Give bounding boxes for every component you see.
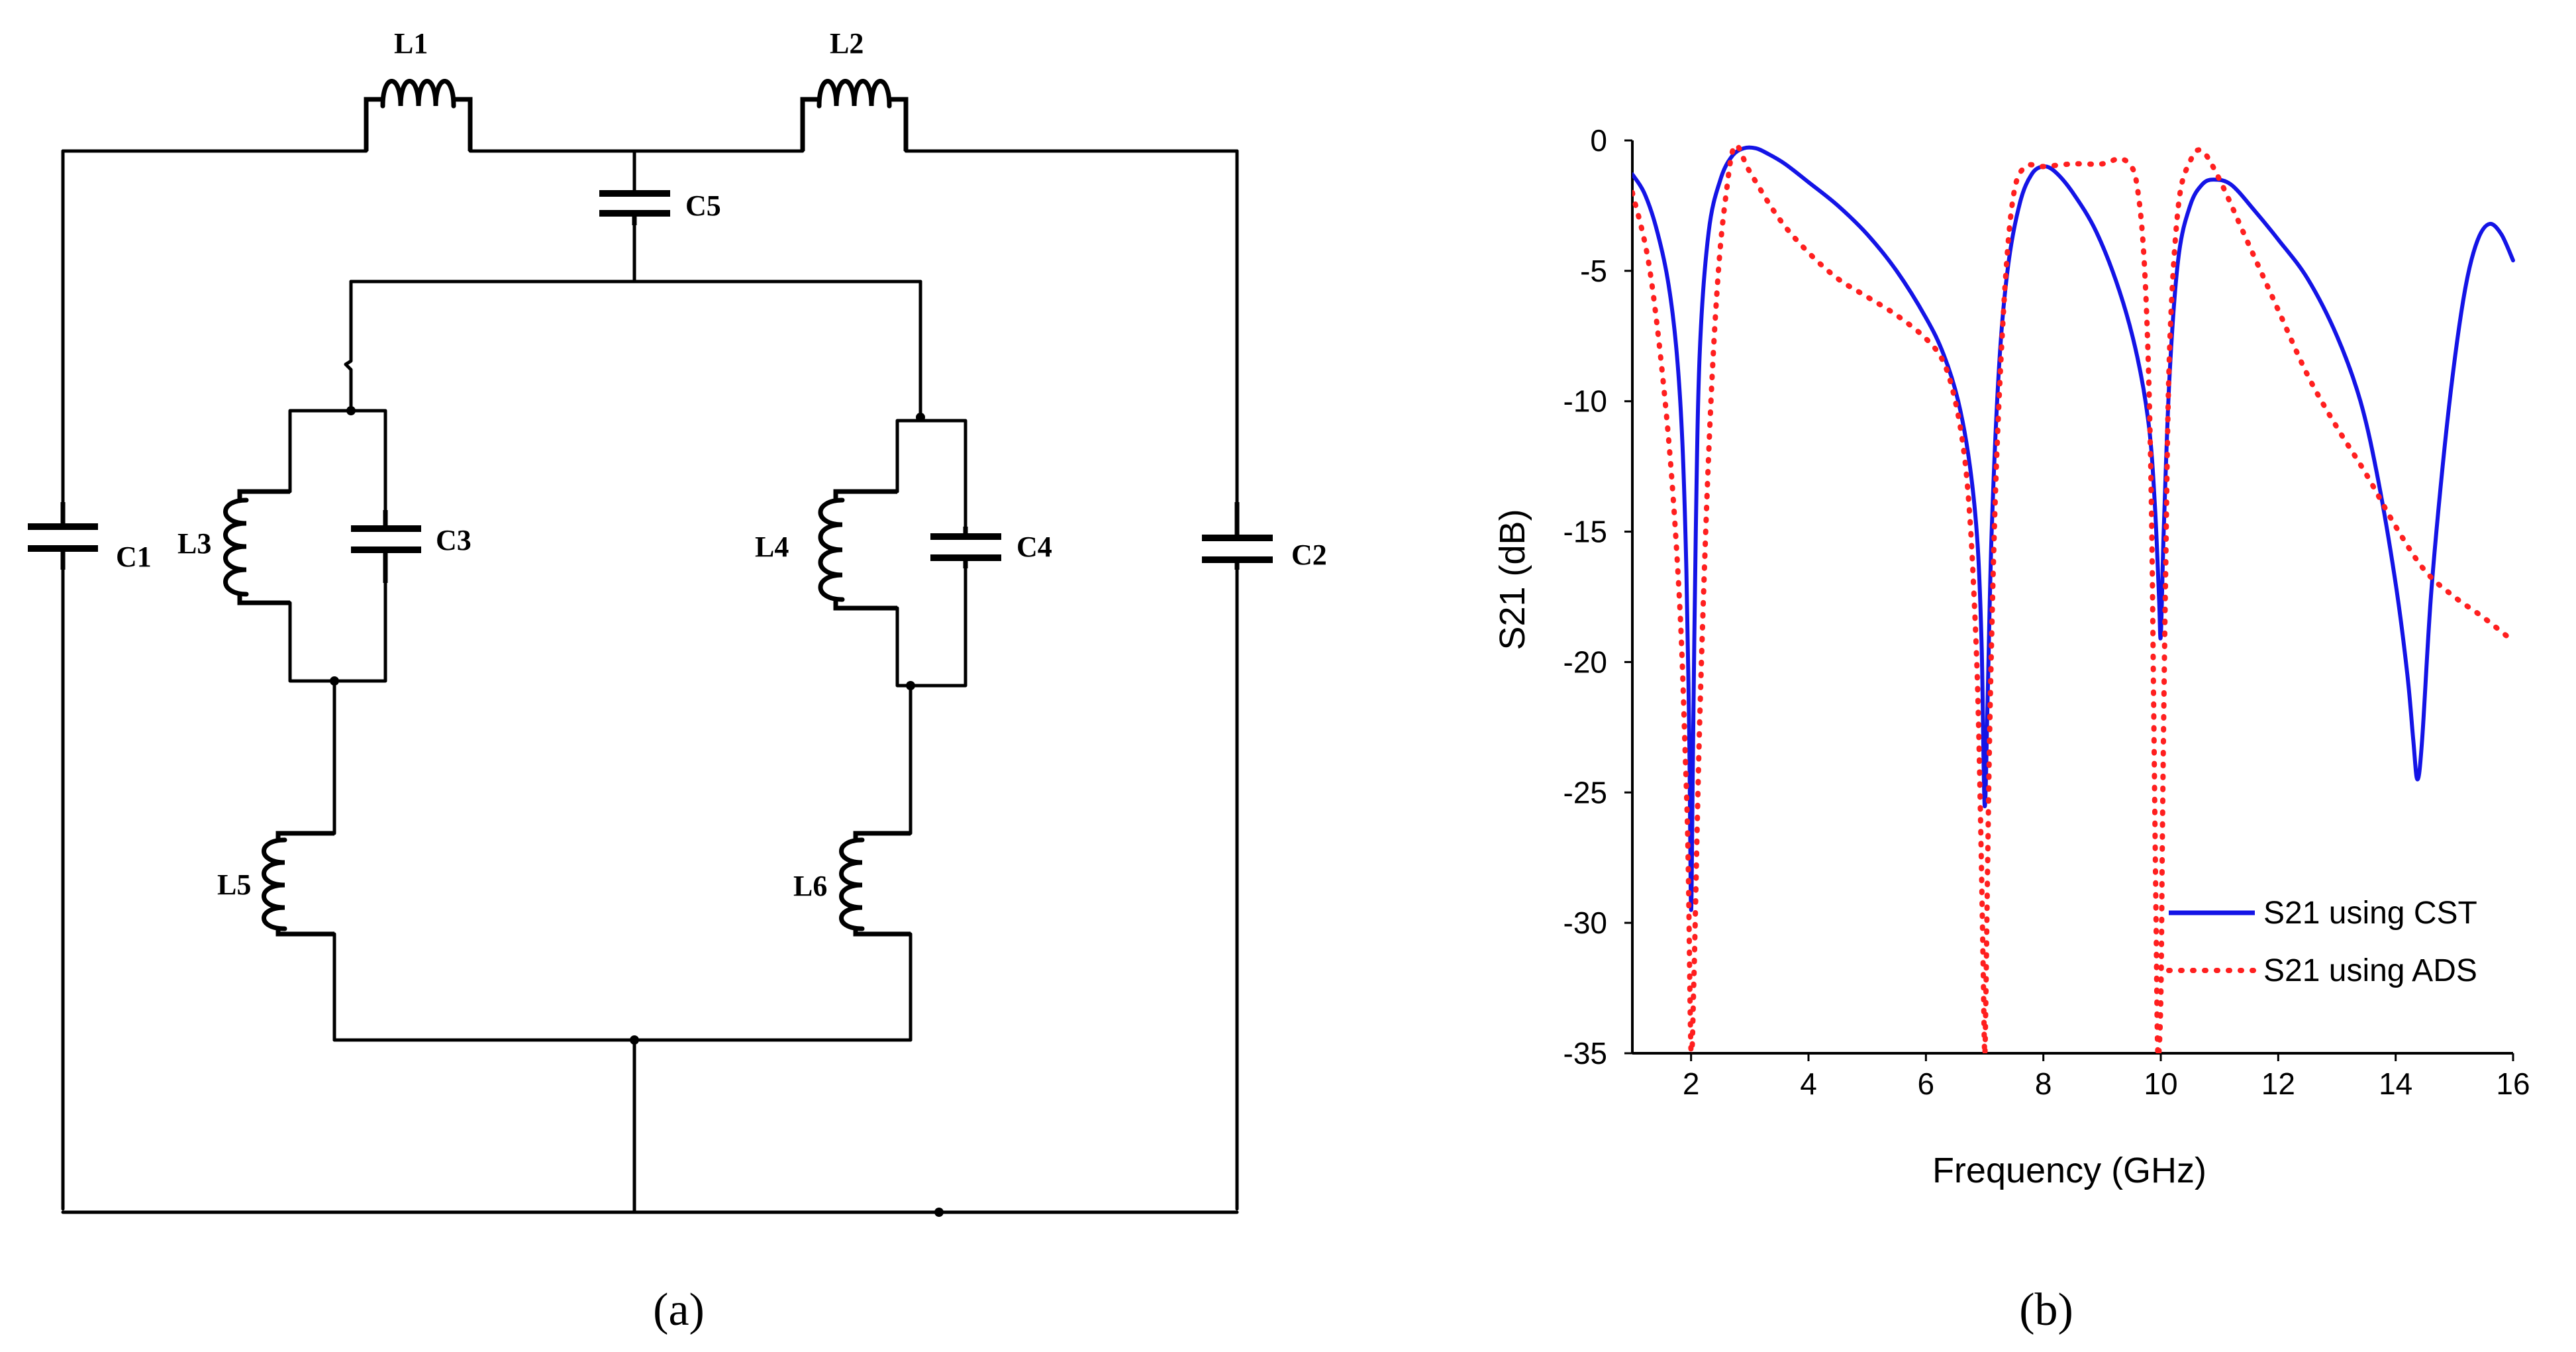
x-tick-label: 10	[2144, 1066, 2177, 1101]
x-tick-label: 2	[1683, 1066, 1700, 1101]
label-c5: C5	[685, 189, 721, 222]
inductor-l1: L1	[364, 27, 473, 151]
chart-series	[1632, 142, 2516, 1053]
junction-dot	[934, 1208, 944, 1217]
y-tick-label: -10	[1563, 384, 1607, 419]
capacitor-c2: C2	[1202, 502, 1327, 571]
inductor-l2: L2	[800, 27, 909, 151]
label-c2: C2	[1291, 539, 1327, 571]
label-l1: L1	[394, 27, 428, 60]
panel-label-b: (b)	[2019, 1284, 2073, 1335]
x-tick-label: 16	[2496, 1066, 2530, 1101]
junction-dot	[630, 1035, 639, 1045]
label-c1: C1	[116, 541, 152, 573]
right-tank-wire	[895, 419, 967, 688]
legend-label-cst: S21 using CST	[2263, 896, 2477, 931]
chart-axes: 2 4 6 8 10 12 14 16 0 -5 -10 -15 -20 -25 -30 -35	[1563, 123, 2530, 1101]
capacitor-c4: C4	[930, 527, 1052, 568]
capacitor-c5: C5	[599, 189, 721, 225]
inductor-l4: L4	[755, 489, 897, 611]
series-line-cst	[1632, 145, 2515, 912]
y-tick-label: -15	[1563, 515, 1607, 549]
inductor-l5: L5	[217, 831, 334, 937]
x-tick-label: 6	[1918, 1066, 1935, 1101]
y-axis-title: S21 (dB)	[1493, 509, 1532, 650]
y-tick-label: -25	[1563, 775, 1607, 809]
y-tick-label: -30	[1563, 906, 1607, 940]
x-tick-label: 4	[1800, 1066, 1817, 1101]
panel-label-a: (a)	[653, 1284, 705, 1335]
x-tick-label: 8	[2035, 1066, 2052, 1101]
junction-dot	[906, 681, 915, 690]
label-l3: L3	[177, 527, 211, 560]
inductor-l6: L6	[793, 831, 911, 937]
x-tick-label: 14	[2379, 1066, 2412, 1101]
junction-dots	[330, 406, 944, 1217]
inductor-l3: L3	[177, 489, 290, 605]
circuit-wires	[61, 149, 1239, 1214]
capacitor-c1: C1	[28, 502, 152, 573]
junction-dot	[330, 676, 339, 686]
x-axis-title: Frequency (GHz)	[1932, 1151, 2206, 1190]
left-branch-wire	[344, 280, 353, 413]
label-c4: C4	[1016, 531, 1052, 563]
series-line-ads	[1632, 142, 2516, 1053]
label-l4: L4	[755, 531, 789, 563]
label-l6: L6	[793, 870, 827, 902]
x-tick-label: 12	[2261, 1066, 2295, 1101]
chart-legend: S21 using CST S21 using ADS	[2166, 896, 2477, 988]
y-tick-label: 0	[1590, 123, 1607, 158]
y-tick-label: -35	[1563, 1036, 1607, 1070]
circuit-diagram: L1 L2 C5 C1 C2	[28, 27, 1327, 1335]
capacitor-c3: C3	[351, 510, 471, 583]
left-tank-wire	[288, 409, 387, 683]
junction-dot	[346, 406, 356, 415]
label-l2: L2	[830, 27, 864, 60]
s21-chart: 2 4 6 8 10 12 14 16 0 -5 -10 -15 -20 -25 -30 -35 S21 us…	[1493, 123, 2530, 1335]
legend-label-ads: S21 using ADS	[2263, 953, 2477, 988]
label-l5: L5	[217, 868, 251, 901]
junction-dot	[916, 413, 925, 422]
y-tick-label: -20	[1563, 645, 1607, 679]
y-tick-label: -5	[1580, 254, 1607, 288]
label-c3: C3	[436, 524, 471, 556]
